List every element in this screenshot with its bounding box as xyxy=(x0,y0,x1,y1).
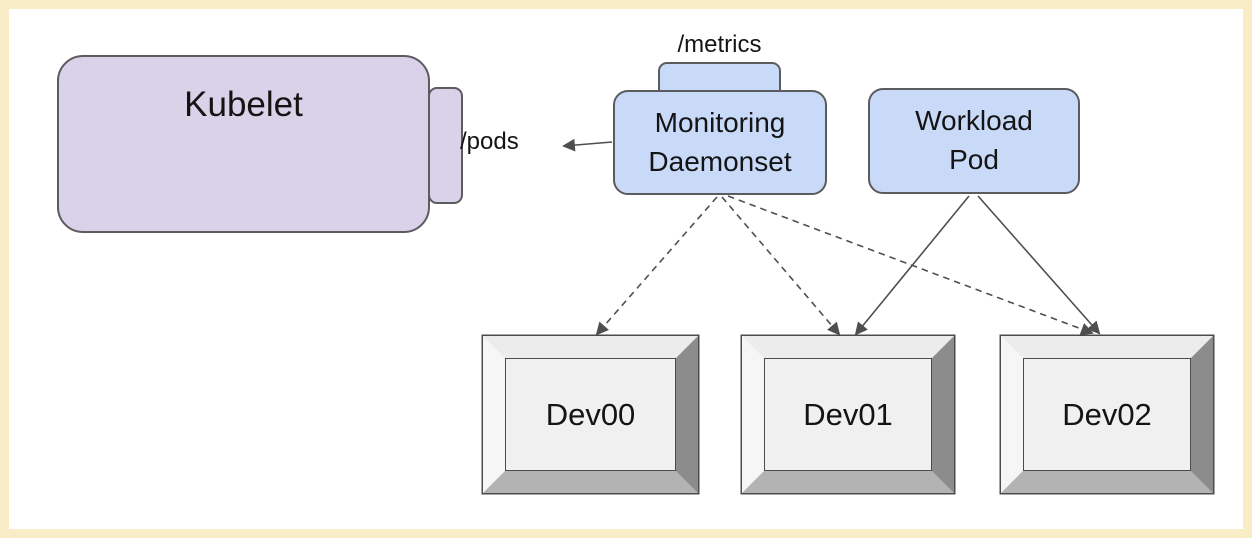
edge-monitoring-to-kubelet-pods-arrow xyxy=(562,138,613,152)
kubelet-side-tab xyxy=(428,87,463,204)
workload-pod-label: Workload Pod xyxy=(915,105,1033,175)
metrics-endpoint-label: /metrics xyxy=(677,31,762,58)
device-dev02-face: Dev02 xyxy=(1023,358,1191,471)
device-dev02-label: Dev02 xyxy=(1062,396,1152,432)
kubelet-node: Kubelet xyxy=(57,55,430,233)
device-dev01-label: Dev01 xyxy=(803,396,893,432)
edge-workload-to-dev01-arrow xyxy=(854,195,970,336)
device-dev01: Dev01 xyxy=(742,336,954,493)
kubelet-label: Kubelet xyxy=(184,85,303,124)
device-dev02: Dev02 xyxy=(1001,336,1213,493)
edge-monitoring-to-dev00-arrow xyxy=(595,196,718,336)
device-dev00: Dev00 xyxy=(483,336,698,493)
device-dev01-face: Dev01 xyxy=(764,358,932,471)
device-dev00-label: Dev00 xyxy=(545,396,636,432)
edge-workload-to-dev02-arrow xyxy=(977,195,1101,335)
device-dev00-face: Dev00 xyxy=(505,358,676,471)
edge-monitoring-to-dev01-arrow xyxy=(721,196,841,336)
workload-pod-node: Workload Pod xyxy=(868,88,1080,194)
edge-monitoring-to-dev02-arrow xyxy=(727,195,1094,336)
monitoring-daemonset-label: Monitoring Daemonset xyxy=(648,106,792,177)
monitoring-daemonset-node: Monitoring Daemonset xyxy=(613,90,827,195)
pods-endpoint-label: /pods xyxy=(460,128,519,155)
